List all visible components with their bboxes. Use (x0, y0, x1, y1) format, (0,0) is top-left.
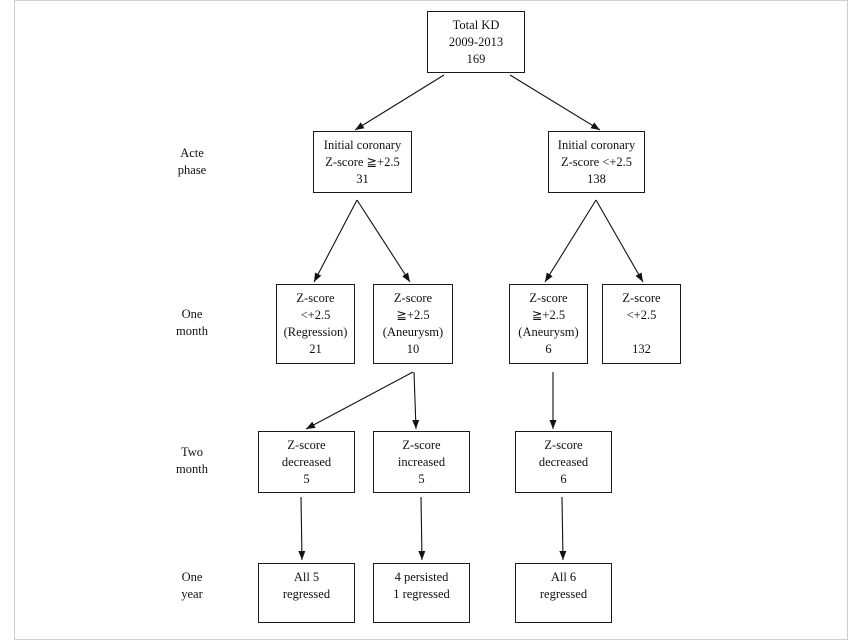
node-low-132: Z-score <+2.5 132 (602, 284, 681, 364)
arrow-aneurysm-a-to-decreased-5 (305, 371, 414, 430)
arrow-decreased-6-to-all6 (559, 496, 567, 561)
arrow-initial-low-to-low-132 (595, 199, 644, 283)
node-initial-coronary-high: Initial coronary Z-score ≧+2.5 31 (313, 131, 412, 193)
phase-label-two-month: Two month (176, 445, 208, 476)
node-aneurysm-6: Z-score ≧+2.5 (Aneurysm) 6 (509, 284, 588, 364)
phase-label-one-year: One year (181, 570, 203, 601)
arrow-total-to-initial-high (354, 74, 445, 131)
node-total-kd: Total KD 2009-2013 169 (427, 11, 525, 73)
node-regression-21: Z-score <+2.5 (Regression) 21 (276, 284, 355, 364)
node-initial-coronary-low: Initial coronary Z-score <+2.5 138 (548, 131, 645, 193)
arrow-initial-high-to-aneurysm-a (356, 199, 411, 283)
phase-label-acute: Acte phase (177, 146, 207, 177)
phase-label-one-month: One month (176, 307, 208, 338)
arrow-decreased-5-to-all5 (298, 496, 306, 561)
node-all6-regressed: All 6 regressed (515, 563, 612, 623)
arrow-initial-low-to-aneurysm-b (544, 199, 597, 283)
arrow-aneurysm-a-to-increased-5 (412, 371, 420, 430)
arrow-increased-5-to-persisted (418, 496, 426, 561)
node-decreased-6: Z-score decreased 6 (515, 431, 612, 493)
node-aneurysm-10: Z-score ≧+2.5 (Aneurysm) 10 (373, 284, 453, 364)
node-increased-5: Z-score increased 5 (373, 431, 470, 493)
node-decreased-5: Z-score decreased 5 (258, 431, 355, 493)
arrow-initial-high-to-regression (313, 199, 358, 283)
arrow-total-to-initial-low (509, 74, 601, 131)
flow-arrows (298, 74, 644, 561)
node-all5-regressed: All 5 regressed (258, 563, 355, 623)
node-persisted-regressed: 4 persisted 1 regressed (373, 563, 470, 623)
